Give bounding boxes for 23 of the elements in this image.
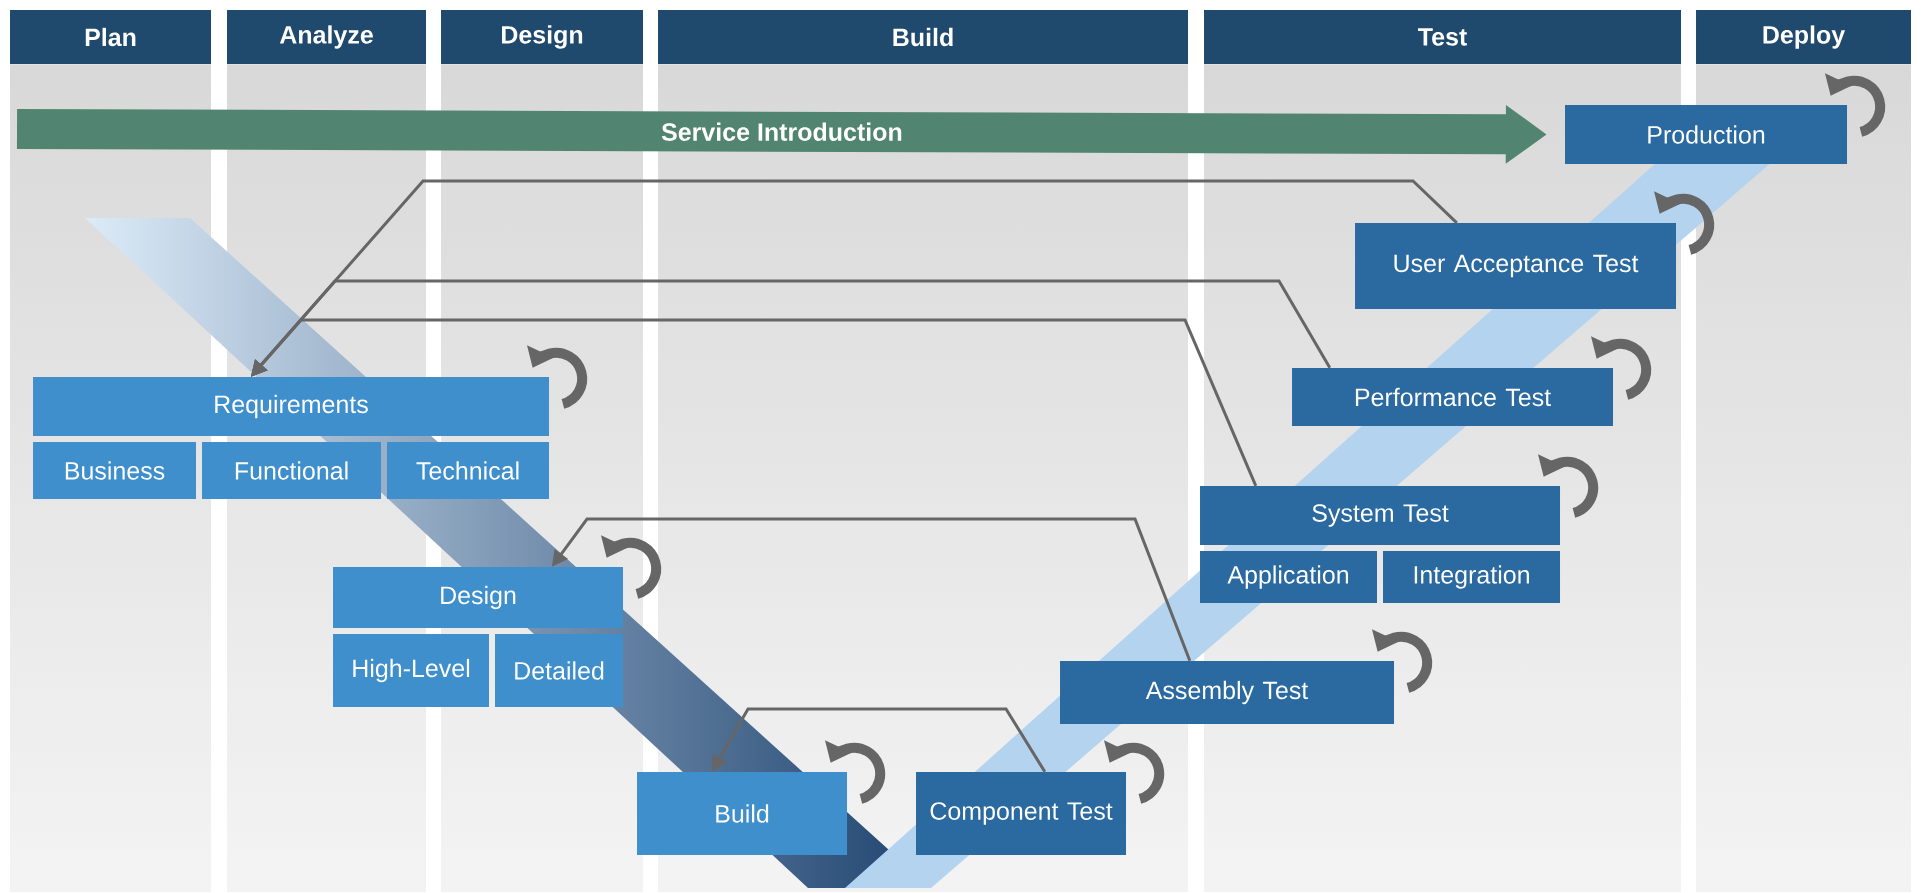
sub-stage-box: High-Level (333, 634, 489, 707)
phase-header: Plan (10, 10, 211, 64)
edge-label: Service Introduction (659, 120, 905, 143)
stage-box: Assembly Test (1060, 661, 1394, 724)
stage-box: Requirements (33, 377, 549, 436)
phase-header: Deploy (1696, 10, 1911, 64)
stage-box: System Test (1200, 486, 1560, 545)
stage-box: Component Test (916, 772, 1126, 855)
sub-stage-box: Technical (387, 442, 549, 499)
stage-box: Build (637, 772, 847, 855)
phase-header: Test (1204, 10, 1681, 64)
stage-box: Production (1565, 105, 1847, 164)
phase-header: Build (658, 10, 1188, 64)
sub-stage-box: Detailed (495, 634, 623, 707)
stage-box: Design (333, 567, 623, 628)
phase-header: Design (441, 10, 643, 64)
phase-header: Analyze (227, 10, 426, 64)
sub-stage-box: Functional (202, 442, 381, 499)
sub-stage-box: Integration (1383, 551, 1560, 603)
stage-box: Performance Test (1292, 368, 1613, 426)
sub-stage-box: Business (33, 442, 196, 499)
sub-stage-box: Application (1200, 551, 1377, 603)
stage-box: User Acceptance Test (1355, 223, 1676, 309)
